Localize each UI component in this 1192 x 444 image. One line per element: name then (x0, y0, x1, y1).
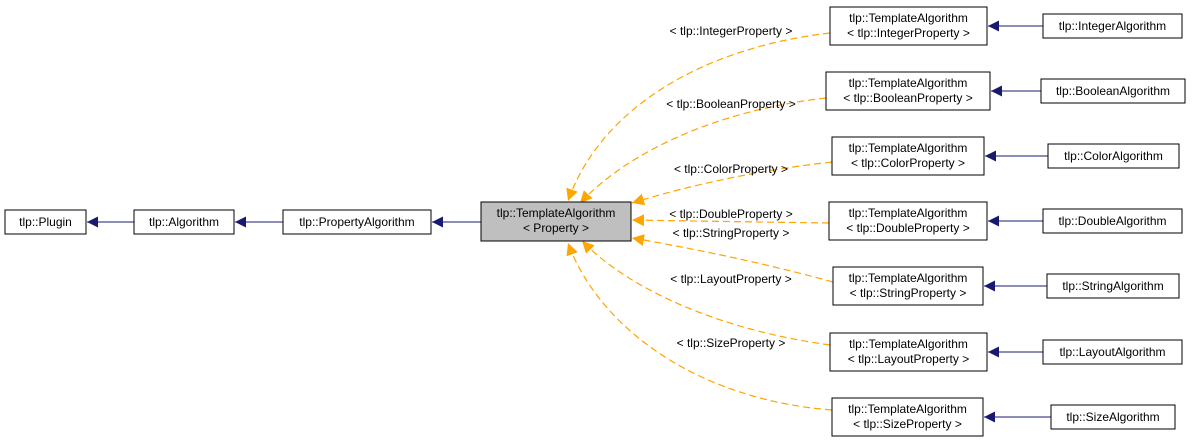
node-string-algorithm-label: tlp::StringAlgorithm (1062, 279, 1163, 293)
node-tmpl-double-line2: < tlp::DoubleProperty > (846, 221, 969, 235)
node-color-algorithm-label: tlp::ColorAlgorithm (1064, 149, 1163, 163)
node-tmpl-layout-line1: tlp::TemplateAlgorithm (849, 337, 968, 351)
node-template-algorithm-line2: < Property > (523, 221, 589, 235)
edge-size-template (566, 242, 833, 411)
node-tmpl-integer-line2: < tlp::IntegerProperty > (847, 26, 970, 40)
node-double-algorithm[interactable]: tlp::DoubleAlgorithm (1042, 208, 1183, 234)
node-size-algorithm[interactable]: tlp::SizeAlgorithm (1050, 404, 1176, 430)
edge-boolean-template (579, 97, 827, 204)
node-tmpl-boolean[interactable]: tlp::TemplateAlgorithm < tlp::BooleanPro… (825, 71, 991, 111)
node-plugin[interactable]: tlp::Plugin (4, 209, 87, 235)
node-tmpl-double-line1: tlp::TemplateAlgorithm (849, 206, 968, 220)
node-algorithm-label: tlp::Algorithm (149, 215, 219, 229)
node-tmpl-integer[interactable]: tlp::TemplateAlgorithm < tlp::IntegerPro… (829, 6, 988, 46)
edge-color-template (631, 161, 833, 206)
node-algorithm[interactable]: tlp::Algorithm (133, 209, 235, 235)
node-tmpl-layout[interactable]: tlp::TemplateAlgorithm < tlp::LayoutProp… (829, 332, 988, 372)
node-tmpl-size[interactable]: tlp::TemplateAlgorithm < tlp::SizeProper… (831, 397, 984, 437)
node-tmpl-color-line1: tlp::TemplateAlgorithm (849, 141, 968, 155)
node-layout-algorithm-label: tlp::LayoutAlgorithm (1059, 345, 1165, 359)
node-property-algorithm[interactable]: tlp::PropertyAlgorithm (282, 209, 432, 235)
node-tmpl-color-line2: < tlp::ColorProperty > (851, 156, 965, 170)
node-tmpl-double[interactable]: tlp::TemplateAlgorithm < tlp::DoubleProp… (828, 201, 988, 241)
node-color-algorithm[interactable]: tlp::ColorAlgorithm (1047, 143, 1180, 169)
edge-string-template (631, 234, 834, 283)
edge-labels: < tlp::IntegerProperty > < tlp::BooleanP… (666, 24, 795, 350)
node-tmpl-layout-line2: < tlp::LayoutProperty > (848, 352, 969, 366)
node-template-algorithm: tlp::TemplateAlgorithm < Property > (480, 201, 632, 242)
edge-label-double: < tlp::DoubleProperty > (669, 207, 792, 221)
edge-label-color: < tlp::ColorProperty > (674, 162, 788, 176)
node-integer-algorithm-label: tlp::IntegerAlgorithm (1059, 19, 1166, 33)
template-edges (566, 32, 834, 411)
node-tmpl-string-line1: tlp::TemplateAlgorithm (849, 271, 968, 285)
edge-layout-template (581, 240, 831, 346)
edge-integer-template (566, 32, 831, 202)
node-template-algorithm-line1: tlp::TemplateAlgorithm (497, 206, 616, 220)
node-tmpl-size-line1: tlp::TemplateAlgorithm (848, 402, 967, 416)
node-property-algorithm-label: tlp::PropertyAlgorithm (299, 215, 414, 229)
node-tmpl-size-line2: < tlp::SizeProperty > (853, 417, 962, 431)
node-string-algorithm[interactable]: tlp::StringAlgorithm (1046, 273, 1180, 299)
node-tmpl-color[interactable]: tlp::TemplateAlgorithm < tlp::ColorPrope… (831, 136, 985, 176)
edge-label-boolean: < tlp::BooleanProperty > (666, 97, 795, 111)
edge-double-template (631, 214, 830, 227)
edge-label-size: < tlp::SizeProperty > (677, 336, 786, 350)
inheritance-edges (87, 20, 1051, 423)
node-double-algorithm-label: tlp::DoubleAlgorithm (1058, 214, 1166, 228)
node-tmpl-boolean-line1: tlp::TemplateAlgorithm (849, 76, 968, 90)
node-tmpl-integer-line1: tlp::TemplateAlgorithm (849, 11, 968, 25)
node-tmpl-string-line2: < tlp::StringProperty > (850, 286, 967, 300)
edge-label-string: < tlp::StringProperty > (673, 226, 790, 240)
edge-label-integer: < tlp::IntegerProperty > (670, 24, 793, 38)
edge-label-layout: < tlp::LayoutProperty > (670, 272, 791, 286)
node-boolean-algorithm[interactable]: tlp::BooleanAlgorithm (1040, 78, 1186, 104)
node-boolean-algorithm-label: tlp::BooleanAlgorithm (1056, 84, 1170, 98)
node-layout-algorithm[interactable]: tlp::LayoutAlgorithm (1042, 339, 1183, 365)
node-plugin-label: tlp::Plugin (19, 215, 72, 229)
node-tmpl-string[interactable]: tlp::TemplateAlgorithm < tlp::StringProp… (832, 266, 984, 306)
node-integer-algorithm[interactable]: tlp::IntegerAlgorithm (1042, 13, 1183, 39)
node-size-algorithm-label: tlp::SizeAlgorithm (1066, 410, 1159, 424)
node-tmpl-boolean-line2: < tlp::BooleanProperty > (843, 91, 972, 105)
